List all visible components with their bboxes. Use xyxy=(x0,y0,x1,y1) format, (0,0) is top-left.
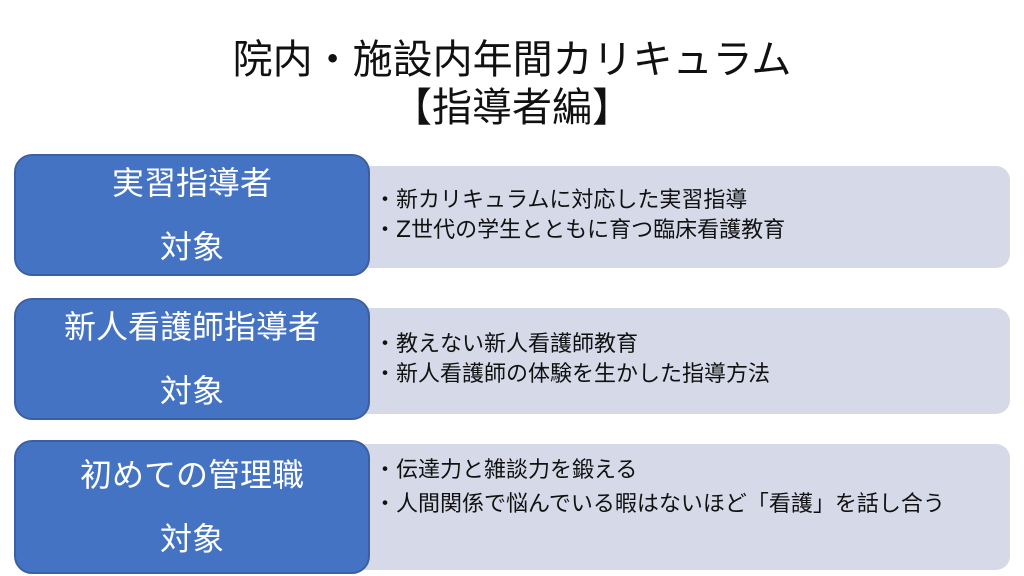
row-shinjin-shidousha: ・教えない新人看護師教育 ・新人看護師の体験を生かした指導方法 新人看護師指導者… xyxy=(14,298,1010,420)
label-target: 対象 xyxy=(159,372,224,410)
label-box: 初めての管理職 対象 xyxy=(14,440,370,574)
page-title: 院内・施設内年間カリキュラム 【指導者編】 xyxy=(0,36,1024,132)
label-title: 実習指導者 xyxy=(111,164,272,202)
row-jisshu-shidousha: ・新カリキュラムに対応した実習指導 ・Z世代の学生とともに育つ臨床看護教育 実習… xyxy=(14,154,1010,276)
bullet-icon: ・ xyxy=(374,362,397,387)
list-item: ・人間関係で悩んでいる暇はないほど「看護」を話し合う xyxy=(344,490,1010,520)
label-title: 初めての管理職 xyxy=(79,456,304,494)
label-box: 実習指導者 対象 xyxy=(14,154,370,276)
bullet-icon: ・ xyxy=(374,458,397,483)
bullet-icon: ・ xyxy=(374,492,397,517)
detail-box: ・伝達力と雑談力を鍛える ・人間関係で悩んでいる暇はないほど「看護」を話し合う xyxy=(344,444,1010,570)
bullet-icon: ・ xyxy=(374,188,397,213)
list-item: ・伝達力と雑談力を鍛える xyxy=(344,456,1010,486)
list-item: ・新人看護師の体験を生かした指導方法 xyxy=(344,360,1010,390)
label-target: 対象 xyxy=(159,228,224,266)
bullet-icon: ・ xyxy=(374,218,397,243)
title-line-2: 【指導者編】 xyxy=(392,85,632,131)
label-box: 新人看護師指導者 対象 xyxy=(14,298,370,420)
list-item: ・Z世代の学生とともに育つ臨床看護教育 xyxy=(344,216,1010,246)
label-target: 対象 xyxy=(159,520,224,558)
row-kanrishoku: ・伝達力と雑談力を鍛える ・人間関係で悩んでいる暇はないほど「看護」を話し合う … xyxy=(14,440,1010,574)
list-item: ・新カリキュラムに対応した実習指導 xyxy=(344,186,1010,216)
detail-box: ・教えない新人看護師教育 ・新人看護師の体験を生かした指導方法 xyxy=(344,308,1010,414)
bullet-icon: ・ xyxy=(374,332,397,357)
label-title: 新人看護師指導者 xyxy=(63,308,320,346)
title-line-1: 院内・施設内年間カリキュラム xyxy=(232,37,792,83)
list-item: ・教えない新人看護師教育 xyxy=(344,330,1010,360)
detail-box: ・新カリキュラムに対応した実習指導 ・Z世代の学生とともに育つ臨床看護教育 xyxy=(344,166,1010,268)
